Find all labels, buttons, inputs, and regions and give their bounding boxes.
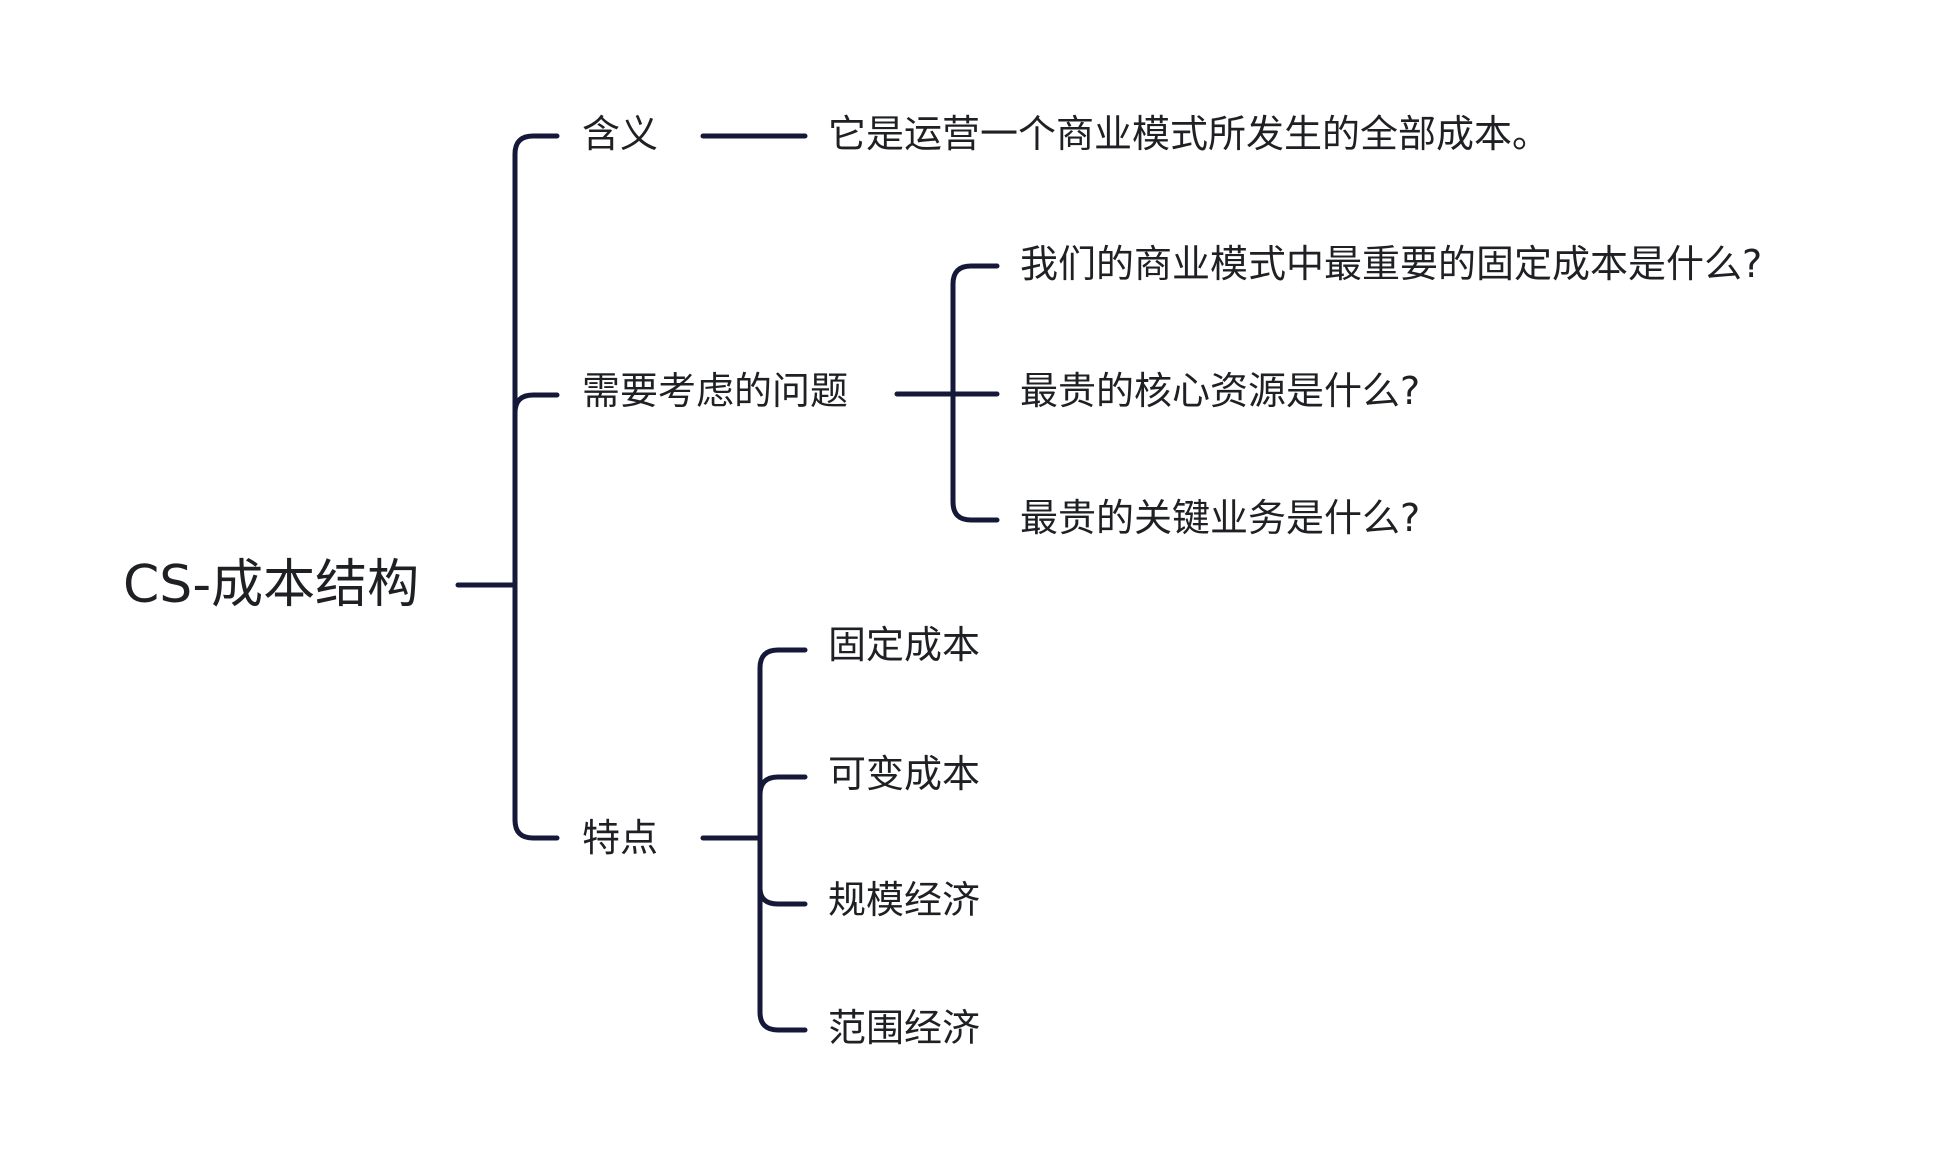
root-node[interactable]: CS-成本结构 [123,555,420,615]
question-core-resource[interactable]: 最贵的核心资源是什么? [1020,369,1421,413]
branch-features[interactable]: 特点 [582,816,659,860]
branch-meaning[interactable]: 含义 [582,112,659,156]
connector-trunk-questions [512,392,560,588]
connector-features-f4 [757,835,808,1033]
meaning-definition[interactable]: 它是运营一个商业模式所发生的全部成本。 [828,112,1551,156]
connector-trunk-meaning [512,133,560,588]
question-fixed-cost[interactable]: 我们的商业模式中最重要的固定成本是什么? [1020,242,1763,286]
connector-features-f1 [757,647,808,841]
branch-questions[interactable]: 需要考虑的问题 [582,369,849,413]
feature-fixed-cost[interactable]: 固定成本 [828,623,981,667]
feature-economies-of-scale[interactable]: 规模经济 [828,878,981,922]
connector-features-f2 [757,774,808,841]
feature-economies-of-scope[interactable]: 范围经济 [828,1006,981,1050]
connector-questions-q1 [950,263,1000,397]
feature-variable-cost[interactable]: 可变成本 [828,752,981,796]
connector-questions-q3 [950,391,1000,523]
question-key-activity[interactable]: 最贵的关键业务是什么? [1020,496,1421,540]
connector-features-f3 [757,835,808,907]
connector-trunk-features [512,582,560,841]
